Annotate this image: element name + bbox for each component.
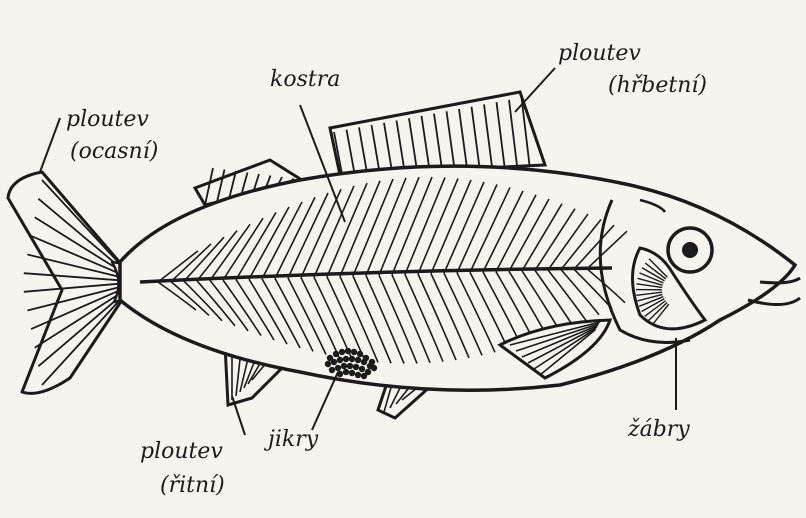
roe-egg	[361, 373, 367, 379]
roe-egg	[343, 356, 349, 362]
label-tail-fin: ploutev	[66, 108, 149, 132]
roe-egg	[345, 348, 351, 354]
roe-egg	[337, 357, 343, 363]
label-tail-fin-qualifier: (ocasní)	[70, 140, 158, 164]
roe-egg	[333, 351, 339, 357]
roe-egg	[335, 365, 341, 371]
roe-egg	[371, 365, 377, 371]
label-roe: jikry	[268, 428, 318, 452]
roe-egg	[341, 363, 347, 369]
roe-egg	[361, 359, 367, 365]
label-anal-fin: ploutev	[140, 440, 223, 464]
roe-egg	[355, 372, 361, 378]
roe-egg	[325, 361, 331, 367]
label-skeleton: kostra	[270, 68, 340, 92]
eye	[668, 228, 712, 272]
roe-egg	[359, 366, 365, 372]
label-gills: žábry	[628, 418, 690, 442]
roe-egg	[331, 359, 337, 365]
label-anal-fin-qualifier: (řitní)	[160, 474, 225, 498]
label-dorsal-fin-qualifier: (hřbetní)	[608, 74, 707, 98]
roe-egg	[353, 364, 359, 370]
roe-egg	[339, 349, 345, 355]
roe-egg	[329, 367, 335, 373]
roe-egg	[355, 357, 361, 363]
roe-egg	[357, 351, 363, 357]
label-dorsal-fin: ploutev	[558, 42, 641, 66]
roe-egg	[349, 356, 355, 362]
roe-egg	[349, 370, 355, 376]
roe-egg	[343, 369, 349, 375]
roe-egg	[351, 349, 357, 355]
roe-egg	[347, 363, 353, 369]
